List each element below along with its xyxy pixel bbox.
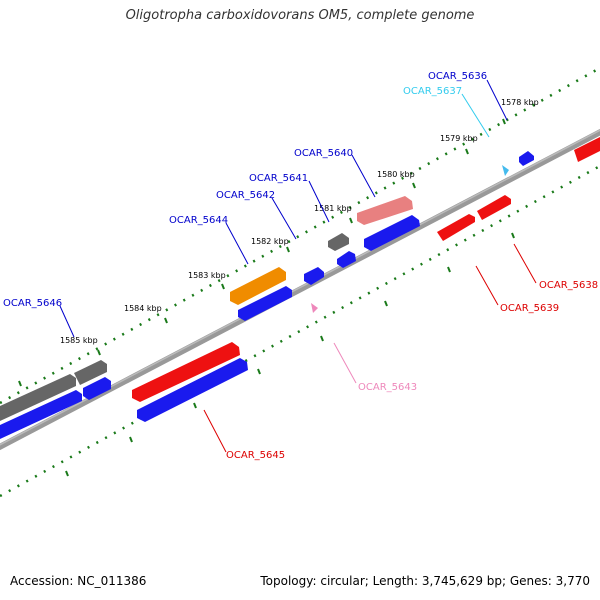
gene-label: OCAR_5639 — [500, 303, 559, 314]
gene-arrow — [519, 151, 534, 166]
major-tick — [447, 266, 451, 273]
scale-label: 1578 kbp — [501, 98, 539, 107]
gene-label: OCAR_5644 — [169, 215, 228, 226]
upper-tick-track — [0, 66, 600, 405]
major-tick — [286, 246, 290, 253]
scale-labels: 1578 kbp 1579 kbp 1580 kbp 1581 kbp 1582… — [60, 98, 539, 345]
upper-dots — [0, 66, 600, 405]
leader-line — [308, 180, 330, 223]
gene-arrow — [502, 165, 509, 176]
gene-arrow — [357, 196, 413, 225]
gene-arrow — [304, 267, 324, 285]
gene-label: OCAR_5645 — [226, 450, 285, 461]
gene-label: OCAR_5638 — [539, 280, 598, 291]
major-tick — [502, 118, 506, 125]
major-tick — [384, 300, 388, 307]
scale-label: 1581 kbp — [314, 204, 352, 213]
gene-arrow — [137, 358, 248, 422]
gene-label: OCAR_5637 — [403, 86, 462, 97]
leader-line — [271, 197, 297, 240]
gene-arrow — [83, 377, 111, 400]
gene-arrow — [477, 195, 511, 220]
major-tick — [257, 368, 261, 375]
gene-arrow — [311, 303, 318, 313]
lower-tick-track — [0, 164, 600, 498]
backbone-line — [0, 128, 600, 451]
gene-label: OCAR_5641 — [249, 173, 308, 184]
gene-arrow — [0, 390, 82, 439]
leader-lines — [59, 79, 537, 453]
major-tick — [97, 349, 101, 356]
gene-arrow — [574, 137, 600, 162]
scale-label: 1583 kbp — [188, 271, 226, 280]
gene-label: OCAR_5643 — [358, 382, 417, 393]
major-tick — [349, 217, 353, 224]
major-tick — [412, 182, 416, 189]
gene-arrow — [132, 342, 240, 402]
genome-summary: Topology: circular; Length: 3,745,629 bp… — [260, 574, 590, 588]
accession-text: Accession: NC_011386 — [10, 574, 147, 588]
map-title: Oligotropha carboxidovorans OM5, complet… — [125, 8, 475, 23]
lower-dots — [0, 164, 600, 498]
gene-arrow — [238, 286, 292, 321]
gene-arrow — [230, 267, 286, 305]
major-tick — [511, 232, 515, 239]
major-tick — [193, 402, 197, 409]
gene-arrow — [74, 360, 107, 385]
leader-line — [351, 154, 376, 198]
gene-arrow — [337, 251, 356, 268]
scale-label: 1584 kbp — [124, 304, 162, 313]
gene-arrows — [0, 137, 600, 439]
gene-label: OCAR_5642 — [216, 190, 275, 201]
leader-line — [333, 342, 357, 384]
major-tick — [164, 317, 168, 324]
major-tick — [129, 436, 133, 443]
gene-arrow — [364, 215, 420, 251]
gene-label: OCAR_5640 — [294, 148, 353, 159]
leader-line — [486, 79, 508, 121]
scale-label: 1580 kbp — [377, 170, 415, 179]
major-tick — [320, 335, 324, 342]
gene-arrow — [437, 214, 475, 241]
gene-arrow — [328, 233, 349, 251]
scale-label: 1579 kbp — [440, 134, 478, 143]
leader-line — [59, 305, 75, 338]
gene-label: OCAR_5636 — [428, 71, 487, 82]
scale-label: 1582 kbp — [251, 237, 289, 246]
major-tick — [18, 380, 22, 387]
leader-line — [513, 243, 537, 284]
leader-line — [461, 93, 490, 138]
gene-labels: OCAR_5636 OCAR_5637 OCAR_5638 OCAR_5639 … — [3, 71, 598, 461]
leader-line — [203, 409, 227, 453]
leader-line — [475, 265, 499, 306]
major-tick — [465, 148, 469, 155]
gene-label: OCAR_5646 — [3, 298, 62, 309]
major-ticks — [18, 118, 515, 477]
major-tick — [221, 283, 225, 290]
leader-line — [225, 222, 249, 265]
scale-label: 1585 kbp — [60, 336, 98, 345]
gene-arrow — [0, 374, 76, 421]
major-tick — [65, 470, 69, 477]
